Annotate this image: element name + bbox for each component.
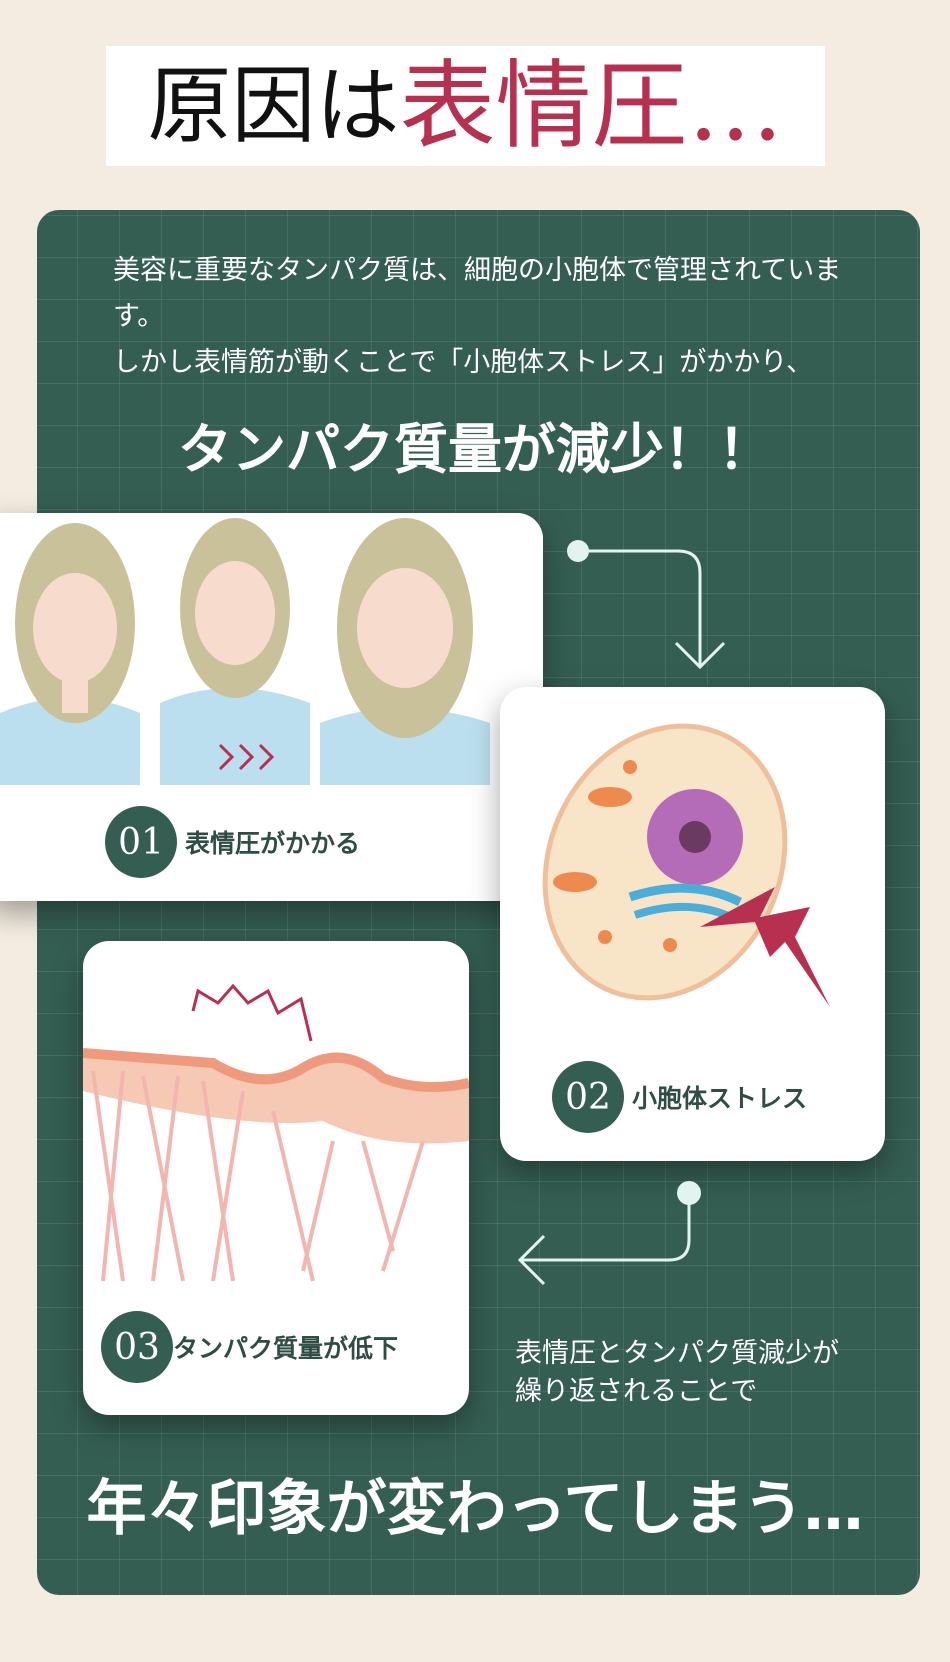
step-label: 表情圧がかかる [185, 829, 361, 858]
step-2-label: 02 小胞体ストレス [552, 1061, 807, 1133]
cell-illustration [542, 723, 830, 1007]
arrow-left-icon [517, 1181, 701, 1286]
cycle-line2: 繰り返されることで [515, 1376, 758, 1407]
intro-line1: 美容に重要なタンパク質は、細胞の小胞体で管理されています。 [113, 255, 842, 332]
intro-line2: しかし表情筋が動くことで「小胞体ストレス」がかかり、 [113, 347, 814, 378]
intro-text: 美容に重要なタンパク質は、細胞の小胞体で管理されています。 しかし表情筋が動くこ… [113, 248, 873, 386]
step-3-label: 03 タンパク質量が低下 [101, 1311, 398, 1383]
arrow-down-icon [567, 540, 726, 670]
conclusion-heading: 年々印象が変わってしまう… [86, 1474, 864, 1544]
headline: タンパク質量が減少！！ [178, 418, 772, 481]
step-number: 02 [552, 1061, 624, 1133]
faces-illustration [0, 513, 543, 785]
step-1-label: 01 表情圧がかかる [105, 806, 360, 878]
step-card-1: 01 表情圧がかかる [0, 513, 543, 901]
step-card-2: 02 小胞体ストレス [500, 687, 885, 1161]
cycle-line1: 表情圧とタンパク質減少が [515, 1338, 839, 1369]
cycle-text: 表情圧とタンパク質減少が 繰り返されることで [515, 1335, 839, 1411]
step-number: 03 [101, 1311, 173, 1383]
title-part1: 原因は [147, 57, 400, 155]
step-number: 01 [105, 806, 177, 878]
step-card-3: 03 タンパク質量が低下 [83, 941, 469, 1415]
step-label: タンパク質量が低下 [173, 1334, 399, 1363]
collagen-illustration [83, 983, 469, 1282]
title-part2: 表情圧… [399, 50, 784, 162]
title-banner: 原因は表情圧… [106, 46, 825, 166]
step-label: 小胞体ストレス [632, 1084, 808, 1113]
